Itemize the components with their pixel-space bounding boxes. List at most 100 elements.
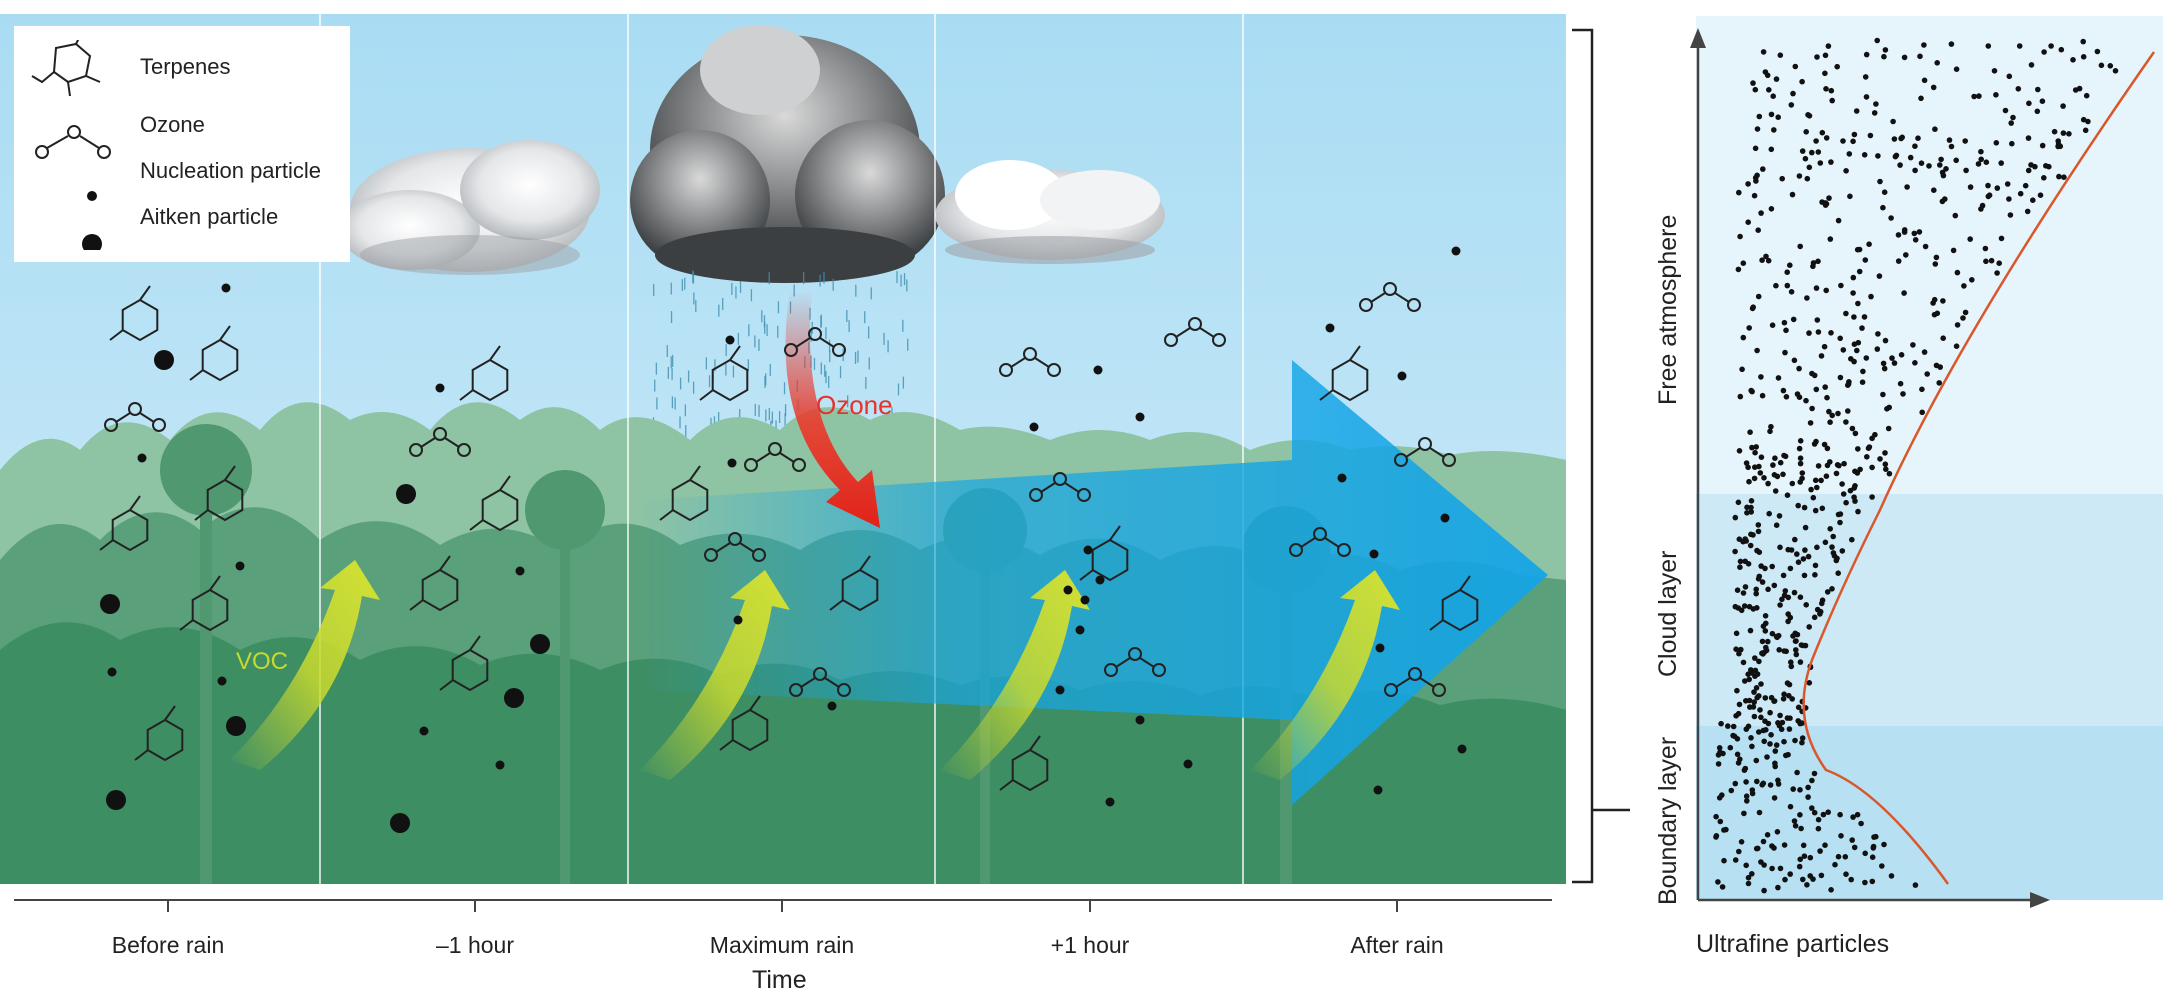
profile-particle xyxy=(1881,841,1887,848)
profile-particle xyxy=(1788,663,1795,670)
profile-particle xyxy=(1768,423,1774,430)
layer-label-free-atmosphere: Free atmosphere xyxy=(1654,214,1682,405)
profile-particle xyxy=(1846,151,1853,157)
profile-particle xyxy=(1888,873,1895,879)
profile-particle xyxy=(1760,166,1766,172)
profile-particle xyxy=(1922,243,1929,250)
profile-particle xyxy=(1837,519,1843,526)
profile-particle xyxy=(1917,53,1923,60)
profile-particle xyxy=(1827,419,1833,426)
profile-particle xyxy=(1824,589,1831,595)
timeline-axis xyxy=(14,899,1552,912)
profile-particle xyxy=(1797,438,1804,444)
profile-particle xyxy=(1903,252,1909,258)
profile-particle xyxy=(1814,484,1820,491)
profile-particle xyxy=(1862,850,1868,857)
profile-particle xyxy=(1811,614,1818,621)
profile-particle xyxy=(1780,572,1787,579)
profile-particle xyxy=(1863,355,1870,361)
profile-particle xyxy=(1820,811,1827,818)
profile-particle xyxy=(1736,650,1742,657)
nucleation-particle xyxy=(235,561,245,571)
profile-particle xyxy=(1963,167,1969,174)
ozone-molecule xyxy=(704,532,766,562)
profile-particle xyxy=(1763,253,1769,260)
profile-particle xyxy=(1795,502,1801,509)
profile-particle xyxy=(1734,687,1740,694)
profile-particle xyxy=(1864,454,1870,460)
profile-particle xyxy=(1848,876,1854,883)
profile-particle xyxy=(1988,257,1995,264)
profile-particle xyxy=(1783,752,1789,759)
profile-particle xyxy=(2070,57,2076,63)
profile-particle xyxy=(1986,192,1993,198)
profile-particle xyxy=(1814,54,1820,60)
profile-particle xyxy=(1897,380,1904,387)
profile-particle xyxy=(1854,811,1861,818)
aitken-particle xyxy=(106,790,126,810)
profile-particle xyxy=(1755,227,1761,233)
nucleation-particle xyxy=(221,283,231,293)
profile-particle xyxy=(1933,362,1940,369)
profile-particle xyxy=(1855,508,1861,515)
profile-particle xyxy=(1856,268,1863,275)
profile-panel xyxy=(1690,16,2163,908)
profile-particle xyxy=(1815,329,1822,335)
profile-particle xyxy=(1762,628,1769,634)
aitken-particle xyxy=(100,594,120,614)
profile-particle xyxy=(1893,152,1900,159)
profile-particle xyxy=(1797,812,1803,818)
profile-particle xyxy=(1871,110,1878,116)
profile-particle xyxy=(1783,327,1789,334)
profile-particle xyxy=(1960,315,1966,321)
nucleation-particle xyxy=(1135,715,1145,725)
profile-particle xyxy=(1912,882,1919,888)
profile-particle xyxy=(1854,347,1860,354)
profile-particle xyxy=(1764,72,1771,79)
profile-particle xyxy=(1773,282,1779,289)
profile-particle xyxy=(1837,335,1843,342)
profile-particle xyxy=(1799,470,1806,476)
profile-particle xyxy=(1769,630,1776,637)
profile-particle xyxy=(1733,646,1739,652)
profile-particle xyxy=(1764,832,1771,838)
profile-particle xyxy=(1753,586,1759,593)
profile-particle xyxy=(1756,693,1762,699)
profile-particle xyxy=(1805,553,1812,560)
nucleation-particle xyxy=(495,760,505,770)
terpene-molecule xyxy=(1079,525,1129,582)
profile-particle xyxy=(1881,53,1887,60)
profile-particle xyxy=(1862,879,1868,886)
profile-particle xyxy=(1784,492,1791,499)
profile-particle xyxy=(1810,263,1816,270)
profile-particle xyxy=(1822,384,1828,390)
ozone-molecule xyxy=(1289,527,1351,557)
profile-particle xyxy=(1838,282,1844,289)
profile-particle xyxy=(1823,287,1829,294)
profile-particle xyxy=(1748,531,1754,538)
aitken-particle xyxy=(504,688,524,708)
profile-particle xyxy=(1912,167,1918,174)
profile-particle xyxy=(1713,813,1719,820)
profile-particle xyxy=(1806,330,1812,336)
profile-particle xyxy=(1787,715,1793,721)
main-panel xyxy=(0,14,1566,884)
profile-particle xyxy=(1793,651,1800,658)
profile-particle xyxy=(1759,257,1765,264)
tick-plus-1-hour: +1 hour xyxy=(1050,932,1130,958)
profile-particle xyxy=(1900,391,1906,397)
profile-particle xyxy=(1875,153,1881,159)
profile-particle xyxy=(1758,714,1764,721)
tick-maximum-rain: Maximum rain xyxy=(709,932,855,958)
profile-particle xyxy=(1931,311,1938,318)
profile-particle xyxy=(1985,43,1992,49)
tick-after-rain: After rain xyxy=(1350,932,1444,958)
profile-particle xyxy=(1713,834,1719,840)
profile-particle xyxy=(1814,606,1821,613)
profile-particle xyxy=(1789,191,1796,198)
profile-particle xyxy=(1744,798,1750,804)
nucleation-particle xyxy=(1105,797,1115,807)
profile-particle xyxy=(1790,90,1796,97)
profile-particle xyxy=(1881,189,1888,195)
profile-particle xyxy=(1866,444,1873,450)
